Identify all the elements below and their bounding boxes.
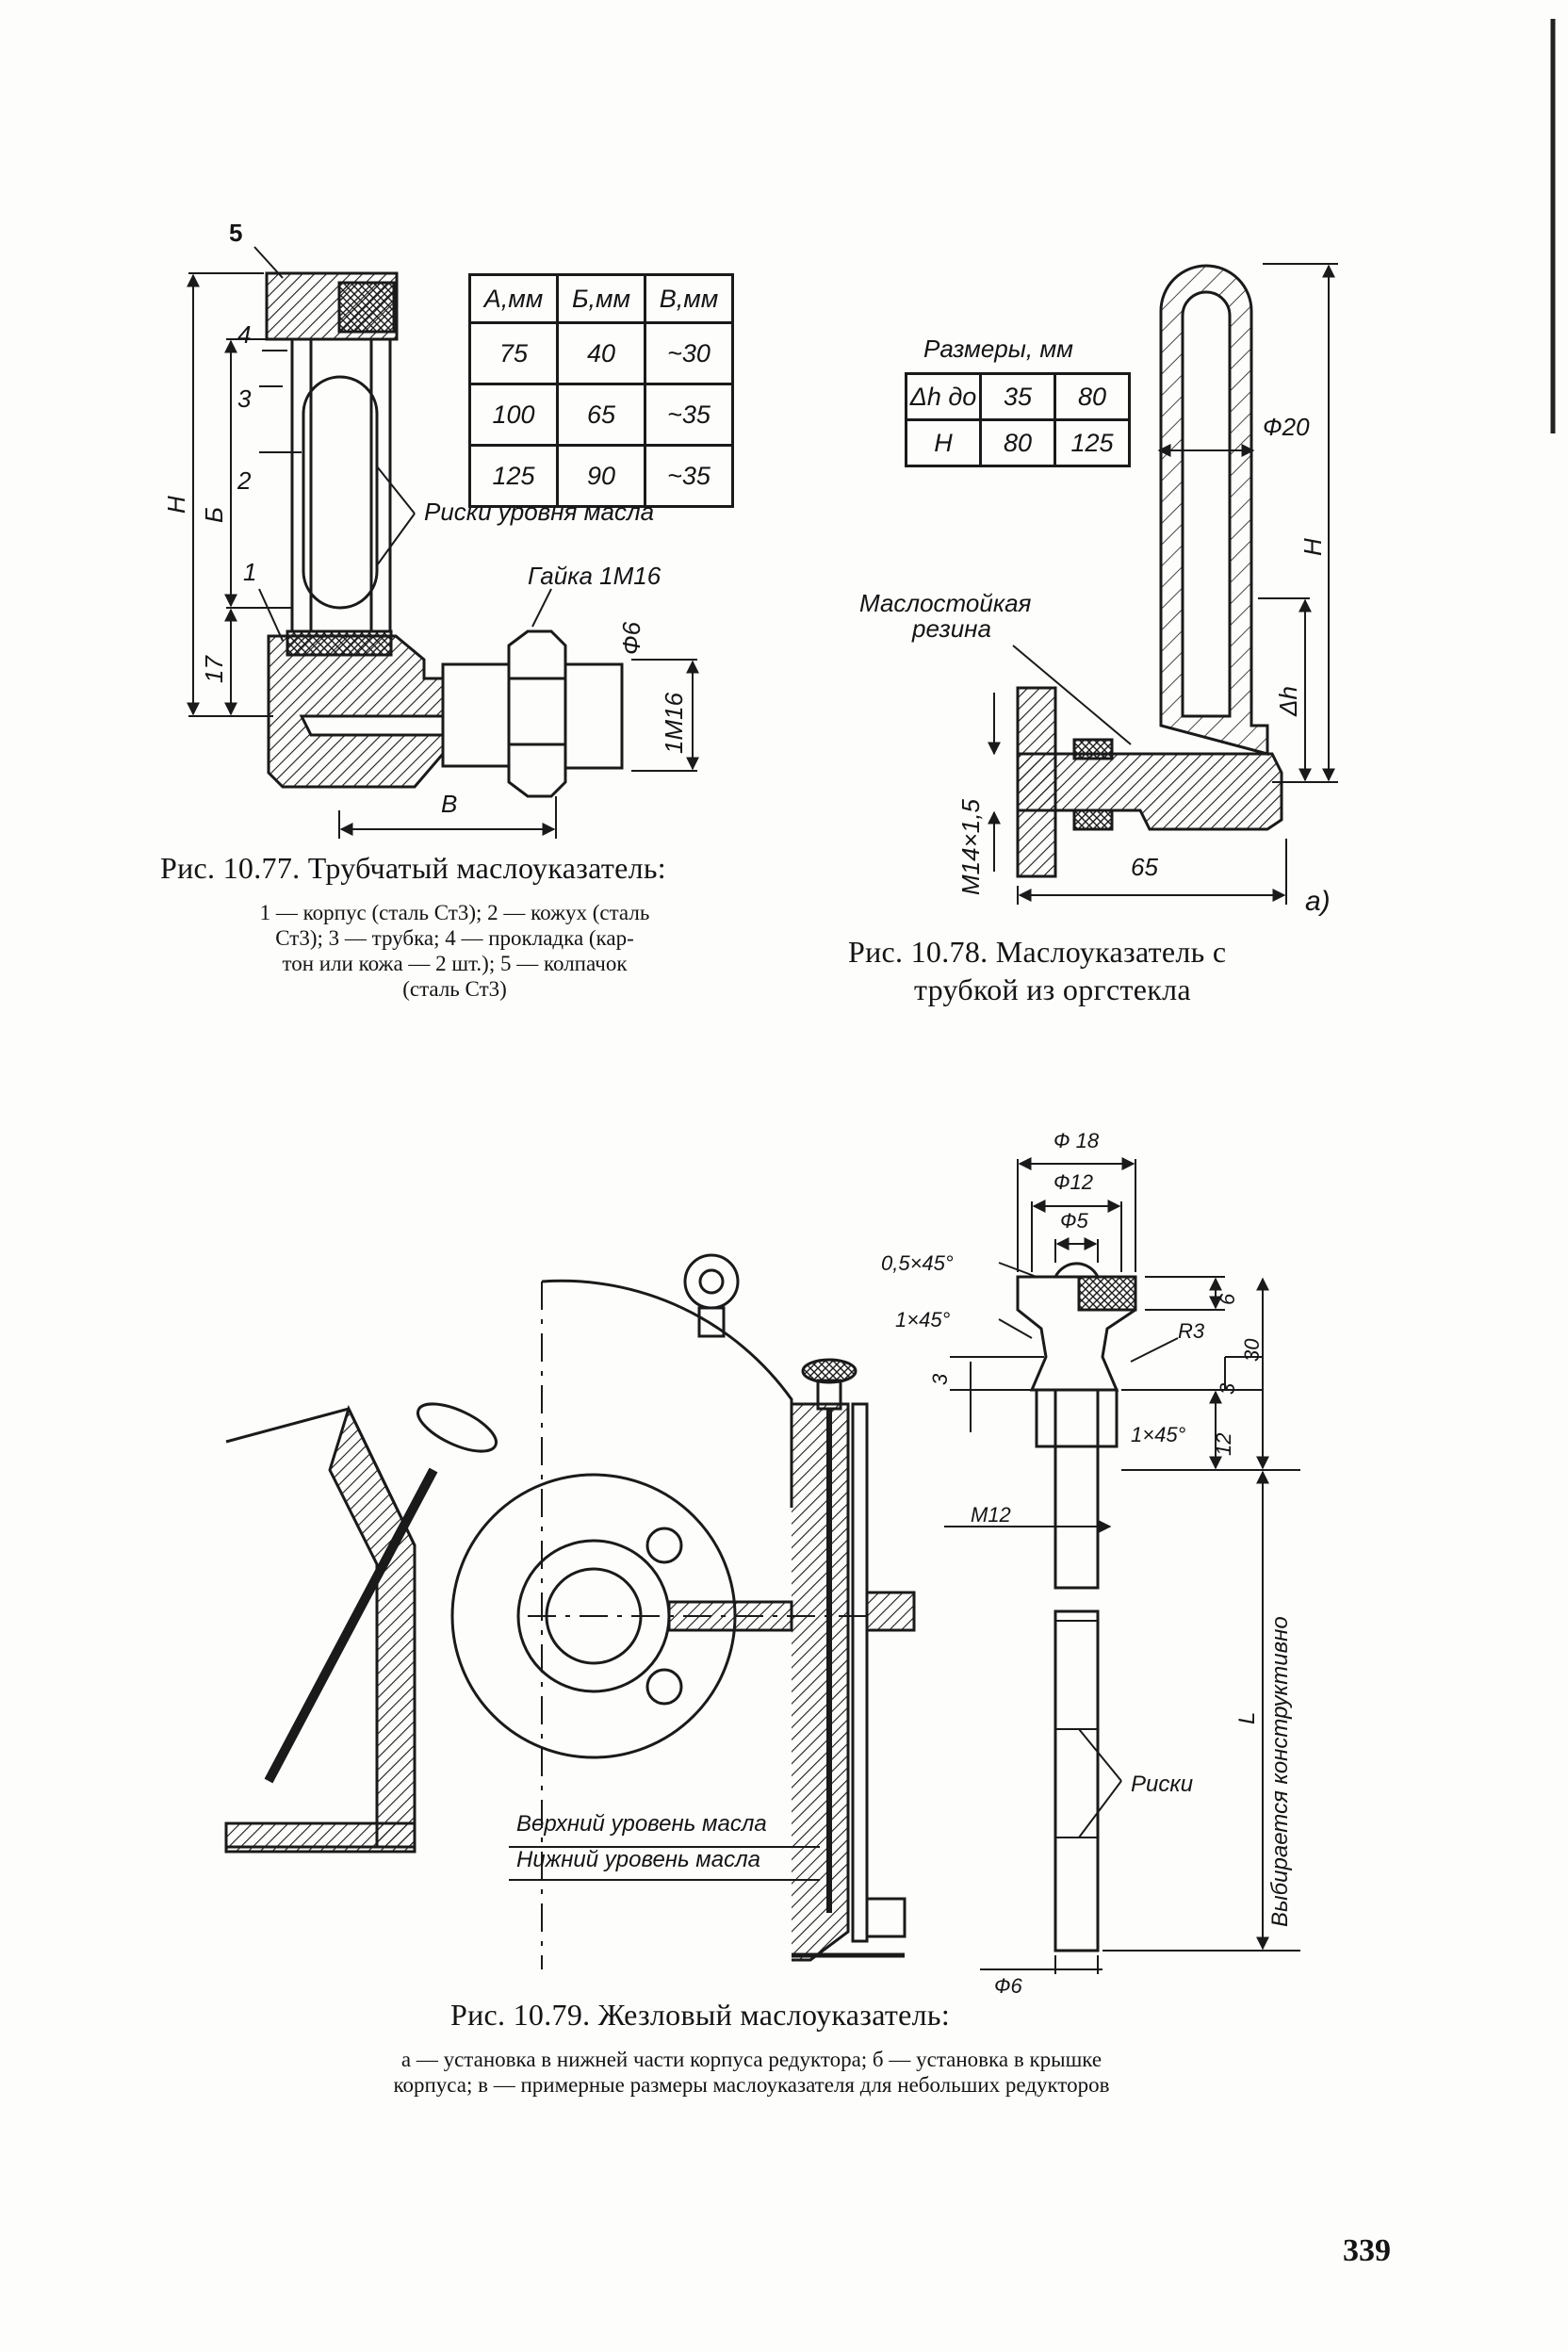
table-cell: Δh до	[905, 372, 982, 421]
fig79-legend-line: корпуса; в — примерные размеры маслоуказ…	[393, 2073, 1110, 2097]
dim-label-L: L	[1234, 1711, 1260, 1724]
marks-label: Риски	[1131, 1772, 1194, 1797]
table-header-cell: Б,мм	[556, 273, 646, 324]
chamfer-label-1: 1×45°	[895, 1308, 951, 1331]
table-cell: 90	[556, 444, 646, 508]
table-row: 100 65 ~35	[468, 383, 734, 447]
table-cell: 80	[1054, 372, 1131, 421]
dim-label-12: 12	[1212, 1432, 1235, 1456]
part-label-2: 2	[237, 466, 252, 495]
radius-label-r3: R3	[1178, 1319, 1205, 1343]
fig79-caption: Рис. 10.79. Жезловый маслоуказатель:	[450, 1998, 951, 2032]
lower-oil-level-label: Нижний уровень масла	[516, 1847, 760, 1872]
fig78-caption-line1: Рис. 10.78. Маслоуказатель с	[848, 935, 1227, 969]
table-row: Δh до 35 80	[905, 372, 1131, 421]
table-cell: 100	[468, 383, 559, 447]
dim-label-30: 30	[1240, 1338, 1264, 1362]
nut-label: Гайка 1М16	[528, 562, 662, 590]
table-row: 75 40 ~30	[468, 321, 734, 385]
dim-label-V: В	[441, 790, 458, 818]
table-cell: ~35	[644, 444, 734, 508]
dim-label-3a: 3	[928, 1373, 952, 1385]
dim-label-B: Б	[200, 507, 228, 523]
dim-label-65: 65	[1131, 853, 1158, 881]
fig77-drawing	[187, 246, 699, 839]
part-label-1: 1	[243, 558, 257, 586]
dim-label-m12: М12	[971, 1503, 1011, 1527]
table-cell: ~30	[644, 321, 734, 385]
table-cell: 80	[979, 418, 1056, 467]
chamfer-label-05: 0,5×45°	[881, 1251, 954, 1275]
dim-label-phi20: Ф20	[1263, 413, 1310, 441]
dim-label-phi6: Ф6	[994, 1974, 1022, 1998]
dim-label-phi6: Ф6	[617, 621, 645, 655]
table-cell: 40	[556, 321, 646, 385]
rubber-label-line2: резина	[912, 614, 991, 643]
fig79-legend-line: а — установка в нижней части корпуса ред…	[400, 2048, 1102, 2071]
fig79-drawing	[224, 1157, 1300, 1974]
oil-level-marks-label: Риски уровня масла	[424, 498, 655, 526]
page-number: 339	[1343, 2233, 1391, 2268]
table-cell: 125	[1054, 418, 1131, 467]
table-cell: 65	[556, 383, 646, 447]
dim-label-phi12: Ф12	[1054, 1170, 1093, 1194]
constructive-label: Выбирается конструктивно	[1267, 1616, 1293, 1927]
fig77-dimension-table: А,мм Б,мм В,мм 75 40 ~30 100 65 ~35 125 …	[468, 273, 734, 508]
chamfer-label-1b: 1×45°	[1131, 1423, 1186, 1446]
fig77-legend-line: Ст3); 3 — трубка; 4 — прокладка (кар-	[275, 926, 634, 950]
dim-label-phi18: Ф 18	[1054, 1129, 1100, 1152]
table-cell: 75	[468, 321, 559, 385]
table-cell: Н	[905, 418, 982, 467]
fig77-legend-line: тон или кожа — 2 шт.); 5 — колпачок	[282, 952, 628, 975]
dim-label-3b: 3	[1216, 1382, 1239, 1395]
fig77-legend-line: 1 — корпус (сталь Ст3); 2 — кожух (сталь	[259, 901, 650, 924]
table-header-cell: А,мм	[468, 273, 559, 324]
fig77-legend-line: (сталь Ст3)	[402, 977, 507, 1001]
dim-label-dh: Δh	[1274, 686, 1302, 716]
dim-label-m14: М14×1,5	[956, 799, 985, 895]
table-cell: ~35	[644, 383, 734, 447]
part-label-4: 4	[237, 320, 252, 349]
table-cell: 35	[979, 372, 1056, 421]
part-label-3: 3	[237, 384, 252, 413]
fig78-drawing	[988, 263, 1338, 905]
view-label-a: а)	[1305, 886, 1331, 917]
table-row: 125 90 ~35	[468, 444, 734, 508]
table-header-cell: В,мм	[644, 273, 734, 324]
fig78-caption-line2: трубкой из оргстекла	[914, 972, 1191, 1006]
table-cell: 125	[468, 444, 559, 508]
part-label-5: 5	[229, 219, 243, 247]
table-row: Н 80 125	[905, 418, 1131, 467]
rubber-label-line1: Маслостойкая	[859, 589, 1032, 617]
fig77-caption: Рис. 10.77. Трубчатый маслоуказатель:	[160, 851, 666, 885]
dim-label-H: Н	[162, 496, 190, 514]
upper-oil-level-label: Верхний уровень масла	[516, 1811, 767, 1837]
dim-label-phi5: Ф5	[1060, 1209, 1088, 1233]
fig78-dimension-table: Δh до 35 80 Н 80 125	[905, 372, 1131, 467]
dim-label-6: 6	[1216, 1293, 1239, 1305]
dim-label-H: Н	[1298, 538, 1327, 556]
dim-label-17: 17	[200, 656, 228, 683]
fig78-table-title: Размеры, мм	[923, 335, 1073, 363]
table-header-row: А,мм Б,мм В,мм	[468, 273, 734, 324]
dim-label-1m16: 1М16	[660, 692, 688, 754]
